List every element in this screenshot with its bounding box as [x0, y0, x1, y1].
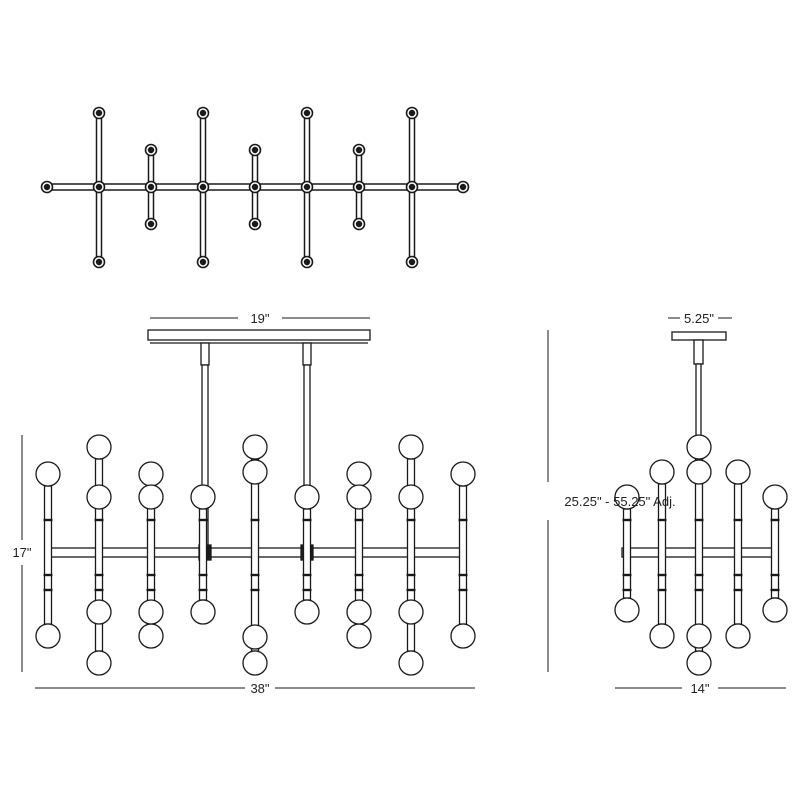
- bulb-globe-icon: [86, 484, 112, 510]
- dim-fixture-depth-label: 14": [690, 681, 709, 696]
- bulb-globe-icon: [614, 597, 640, 623]
- end-cap-center-icon: [147, 183, 155, 191]
- end-cap-center-icon: [408, 109, 416, 117]
- bulb-globe-icon: [398, 599, 424, 625]
- bulb-globe-icon: [762, 484, 788, 510]
- bulb-globe-icon: [242, 459, 268, 485]
- bulb-globe-icon: [398, 650, 424, 676]
- bulb-globe-icon: [190, 599, 216, 625]
- end-cap-center-icon: [147, 220, 155, 228]
- end-cap-center-icon: [199, 258, 207, 266]
- bulb-globe-icon: [450, 623, 476, 649]
- bulb-globe-icon: [190, 484, 216, 510]
- end-cap-center-icon: [355, 146, 363, 154]
- arm-rod: [43, 485, 53, 625]
- end-cap-center-icon: [95, 258, 103, 266]
- bulb-globe-icon: [138, 623, 164, 649]
- arm-rod: [694, 458, 704, 652]
- dimension-lines: [21, 317, 786, 689]
- end-cap-center-icon: [199, 183, 207, 191]
- end-cap-center-icon: [408, 183, 416, 191]
- end-cap-center-icon: [95, 183, 103, 191]
- bulb-globe-icon: [346, 484, 372, 510]
- bulb-globe-icon: [242, 650, 268, 676]
- dim-fixture-height-label: 17": [12, 545, 31, 560]
- bulb-globe-icon: [398, 484, 424, 510]
- arm-rod: [198, 508, 208, 601]
- bulb-globe-icon: [86, 434, 112, 460]
- bulb-globe-icon: [450, 461, 476, 487]
- bulb-globe-icon: [242, 434, 268, 460]
- top-view: [40, 106, 470, 269]
- side-downrod-coupler: [693, 339, 704, 365]
- bulb-globe-icon: [346, 461, 372, 487]
- dim-canopy-width-label: 19": [250, 311, 269, 326]
- bulb-globe-icon: [762, 597, 788, 623]
- arm-rod: [250, 458, 260, 652]
- dim-fixture-width-label: 38": [250, 681, 269, 696]
- arm-rod: [458, 485, 468, 625]
- bulb-globe-icon: [398, 434, 424, 460]
- bulb-globe-icon: [649, 459, 675, 485]
- bulb-globe-icon: [138, 599, 164, 625]
- end-cap-center-icon: [251, 146, 259, 154]
- front-view: [35, 329, 476, 676]
- dim-side-canopy-width-label: 5.25": [684, 311, 714, 326]
- bulb-globe-icon: [686, 650, 712, 676]
- arm-rod: [770, 508, 780, 599]
- bulb-globe-icon: [649, 623, 675, 649]
- side-canopy-plate: [671, 331, 727, 341]
- bulb-globe-icon: [686, 459, 712, 485]
- end-cap-center-icon: [459, 183, 467, 191]
- bulb-globe-icon: [346, 623, 372, 649]
- end-cap-center-icon: [355, 220, 363, 228]
- bulb-globe-icon: [294, 484, 320, 510]
- end-cap-center-icon: [355, 183, 363, 191]
- end-cap-center-icon: [251, 220, 259, 228]
- bulb-globe-icon: [686, 434, 712, 460]
- canopy-plate: [147, 329, 371, 341]
- end-cap-center-icon: [303, 258, 311, 266]
- arm-rod: [733, 483, 743, 625]
- arm-rod: [302, 508, 312, 601]
- bulb-globe-icon: [35, 461, 61, 487]
- bulb-globe-icon: [35, 623, 61, 649]
- bulb-globe-icon: [242, 624, 268, 650]
- dim-overall-height-label: 25.25" - 55.25" Adj.: [564, 494, 675, 509]
- bulb-globe-icon: [138, 461, 164, 487]
- bulb-globe-icon: [294, 599, 320, 625]
- end-cap-center-icon: [408, 258, 416, 266]
- downrod-coupler: [200, 342, 210, 366]
- bulb-globe-icon: [614, 484, 640, 510]
- end-cap-center-icon: [147, 146, 155, 154]
- bulb-globe-icon: [86, 599, 112, 625]
- side-view: [614, 331, 788, 676]
- end-cap-center-icon: [251, 183, 259, 191]
- bulb-globe-icon: [725, 623, 751, 649]
- bulb-globe-icon: [686, 623, 712, 649]
- end-cap-center-icon: [43, 183, 51, 191]
- bulb-globe-icon: [138, 484, 164, 510]
- end-cap-center-icon: [303, 109, 311, 117]
- bulb-globe-icon: [725, 459, 751, 485]
- bulb-globe-icon: [346, 599, 372, 625]
- arm-rod: [622, 508, 632, 599]
- end-cap-center-icon: [303, 183, 311, 191]
- end-cap-center-icon: [199, 109, 207, 117]
- end-cap-center-icon: [95, 109, 103, 117]
- downrod-coupler: [302, 342, 312, 366]
- bulb-globe-icon: [86, 650, 112, 676]
